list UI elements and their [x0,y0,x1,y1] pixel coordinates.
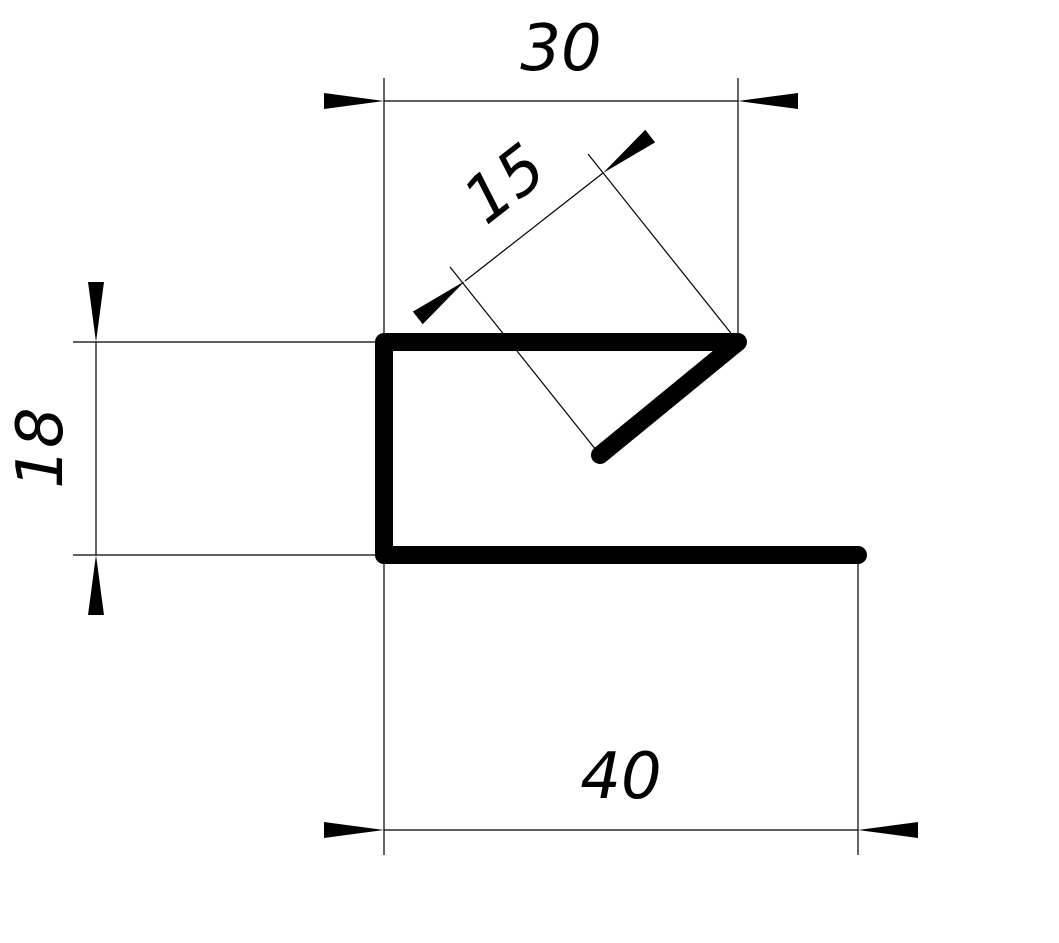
dimension-label-18: 18 [4,407,78,488]
dimension-label-15: 15 [450,130,560,238]
dimension-label-40: 40 [580,740,661,814]
dimension-lines [87,93,918,838]
profile-shape [375,333,867,564]
dimension-label-30: 30 [520,12,601,86]
extension-lines [73,78,859,855]
dimension-line-15 [412,129,656,325]
